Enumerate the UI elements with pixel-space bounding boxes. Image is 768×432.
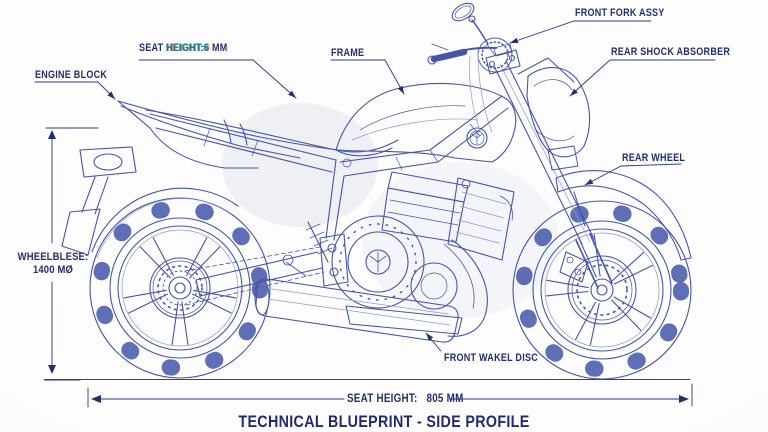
wheelbase-dimension-line	[43, 127, 99, 381]
seat-height-top-prefix: SEAT	[139, 42, 167, 54]
watermark	[222, 103, 558, 318]
engine-drawing	[331, 171, 469, 335]
callout-frame: FRAME	[331, 47, 365, 59]
rear-wheel-drawing	[89, 197, 271, 379]
frame-drawing	[319, 95, 509, 287]
callout-rear-wheel: REAR WHEEL	[622, 152, 686, 164]
callout-rear-shock: REAR SHOCK ABSORBER	[611, 46, 731, 58]
tail-section-drawing	[61, 100, 339, 259]
seat-height-top-glitch-text: HEIGHT:6	[166, 42, 210, 54]
exhaust-drawing	[254, 239, 488, 343]
radiator-drawing	[447, 177, 515, 261]
front-fork-drawing	[427, 2, 613, 289]
wheelbase-label-line1: WHEELBLESE:	[17, 251, 89, 263]
front-fender-drawing	[555, 170, 692, 283]
seat-height-dimension-line	[87, 383, 693, 408]
swingarm-drawing	[184, 221, 333, 306]
page-title: TECHNICAL BLUEPRINT - SIDE PROFILE	[238, 412, 530, 431]
seat-drawing	[145, 109, 399, 173]
callout-engine-block: ENGINE BLOCK	[35, 69, 108, 81]
wheelbase-dimension-label: WHEELBLESE: 1400 MØ	[12, 251, 95, 277]
seat-height-dimension-label: SEAT HEIGHT: 805 MM	[347, 391, 464, 405]
seat-height-top-suffix: MM	[209, 42, 228, 54]
callout-front-disc: FRONT WAKEL DISC	[444, 352, 538, 364]
callout-front-fork: FRONT FORK ASSY	[575, 7, 665, 19]
callout-seat-height-top: SEAT HEIGHT:6 MM	[139, 42, 227, 54]
headlight-drawing	[517, 57, 591, 171]
callout-leader-lines	[34, 20, 716, 352]
wheelbase-label-line2: 1400 MØ	[32, 264, 74, 276]
front-wheel-drawing	[512, 200, 692, 380]
